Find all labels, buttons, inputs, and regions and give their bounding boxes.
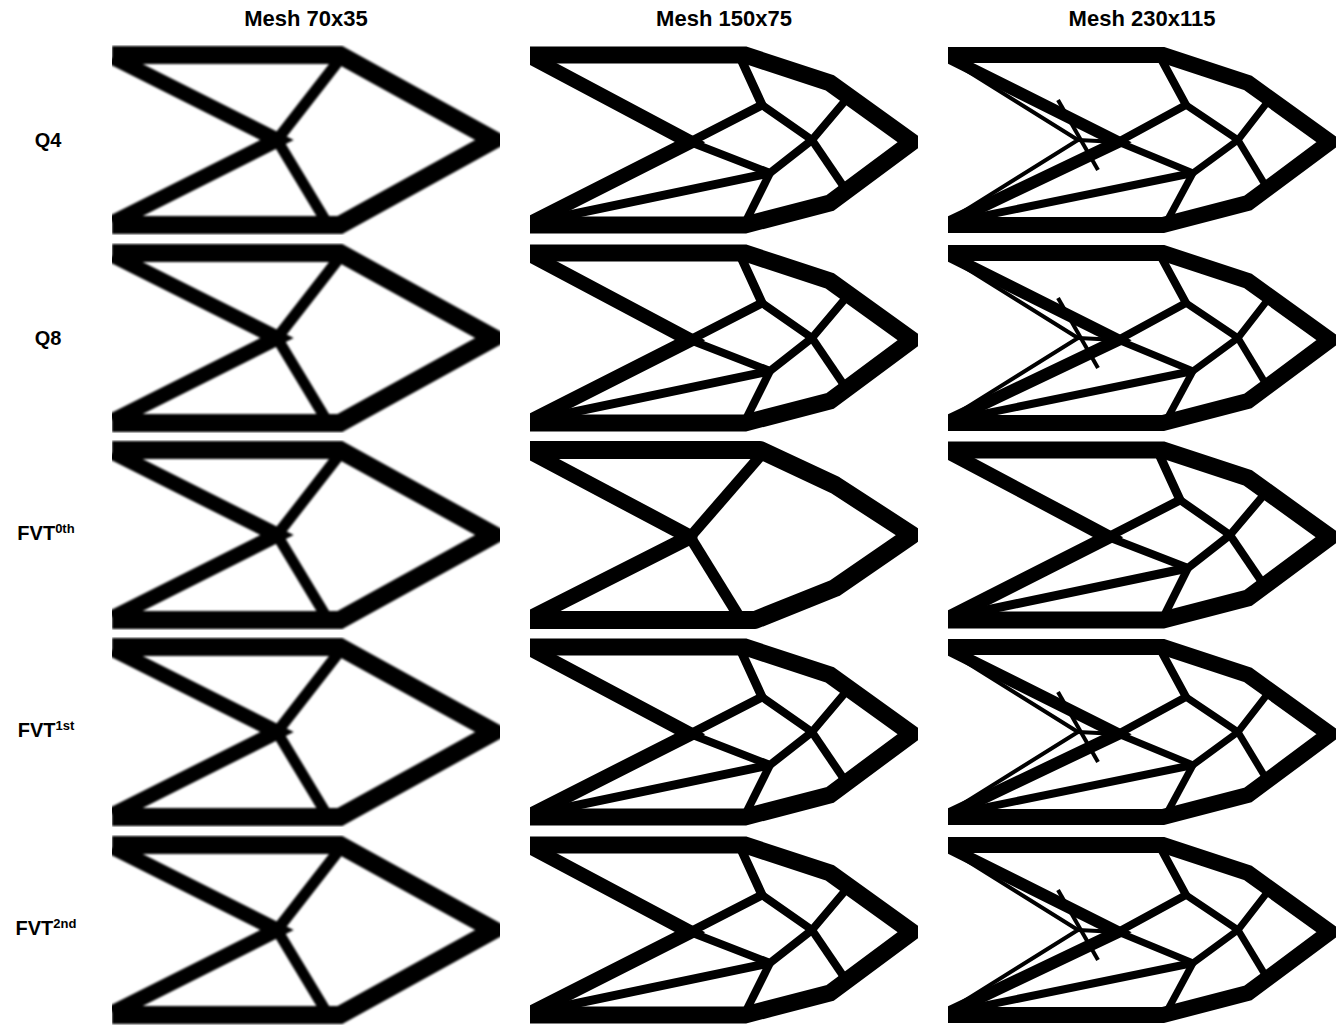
superscript-label: 1st <box>55 718 74 733</box>
column-header: Mesh 70x35 <box>244 6 368 32</box>
column-header: Mesh 230x115 <box>1069 6 1216 32</box>
row-label-group: FVT2nd <box>16 916 77 941</box>
row-label: Q4 <box>35 129 62 152</box>
row-label: Q8 <box>35 327 62 350</box>
row-label-group: FVT0th <box>17 521 74 546</box>
row-label: FVT <box>16 917 54 939</box>
column-header: Mesh 150x75 <box>656 6 792 32</box>
row-label: FVT <box>18 719 56 741</box>
superscript-label: 2nd <box>53 916 76 931</box>
superscript-label: 0th <box>55 521 75 536</box>
row-label: FVT <box>17 522 55 544</box>
row-label-group: FVT1st <box>18 718 75 743</box>
